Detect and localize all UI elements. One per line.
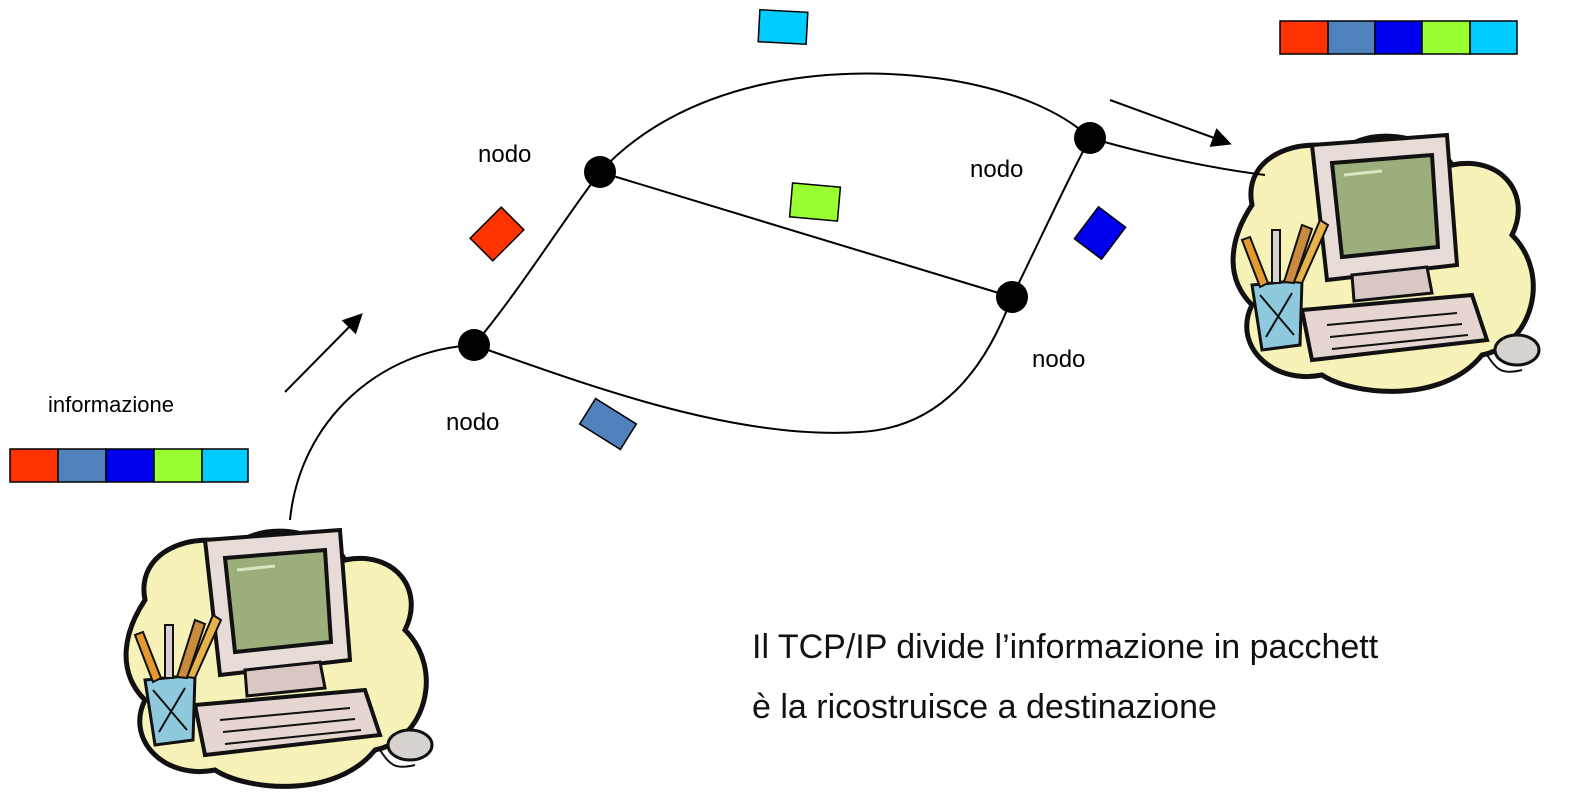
transit-packet-cyan (757, 8, 809, 46)
source-information-label: informazione (48, 392, 174, 417)
transit-packet-dark-blue (1073, 205, 1127, 261)
arrow-outgoing (284, 313, 363, 393)
node-top-right (1074, 122, 1106, 154)
node-label-top-right: nodo (970, 156, 1023, 183)
destination-packet-2 (1327, 20, 1376, 55)
node-bottom-left (458, 329, 490, 361)
destination-packet-5 (1469, 20, 1518, 55)
source-packet-2 (57, 448, 107, 483)
destination-packet-3 (1374, 20, 1423, 55)
destination-packet-1 (1279, 20, 1329, 55)
transit-packet-green (788, 182, 842, 222)
node-label-bottom-left: nodo (446, 409, 499, 436)
node-label-top-left: nodo (478, 141, 531, 168)
link-node-topleft-to-node-topright (599, 72, 1091, 173)
link-node-bottomright-to-node-topright (1011, 137, 1091, 298)
link-node-bottomleft-to-node-bottomright (473, 296, 1013, 434)
source-packet-1 (9, 448, 59, 483)
node-label-bottom-right: nodo (1032, 346, 1085, 373)
transit-packet-blue-gray (578, 397, 638, 451)
link-node-topleft-to-node-bottomright (599, 171, 1013, 298)
arrow-incoming (1109, 99, 1232, 147)
caption-line-1: Il TCP/IP divide l’informazione in pacch… (752, 628, 1379, 666)
destination-computer-icon (1233, 135, 1539, 391)
destination-packet-strip (1279, 20, 1518, 55)
source-packet-5 (201, 448, 249, 483)
link-node-bottomleft-to-node-topleft (473, 171, 601, 346)
caption-line-2: è la ricostruisce a destinazione (752, 688, 1217, 726)
node-top-left (584, 156, 616, 188)
transit-packet-red (469, 206, 525, 262)
link-source-to-node (289, 344, 475, 521)
source-packet-4 (153, 448, 203, 483)
source-packet-strip (9, 448, 249, 483)
source-computer-icon (126, 530, 432, 786)
node-bottom-right (996, 281, 1028, 313)
destination-packet-4 (1421, 20, 1471, 55)
source-packet-3 (105, 448, 155, 483)
link-node-topright-to-destination (1089, 137, 1266, 176)
